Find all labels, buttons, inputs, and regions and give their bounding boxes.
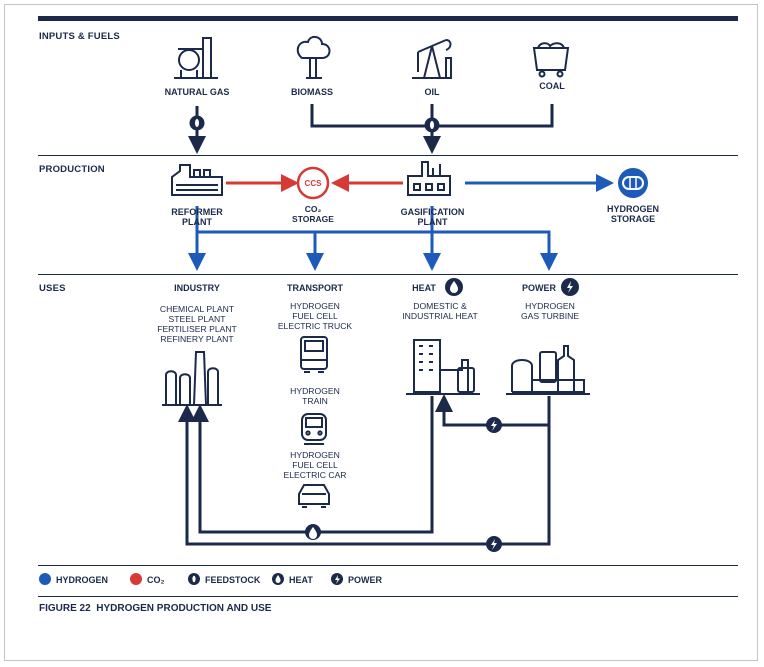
legend-feedstock-icon	[188, 573, 200, 585]
heat-building-icon	[406, 339, 480, 395]
heat-items: DOMESTIC & INDUSTRIAL HEAT	[402, 301, 478, 321]
industry-title: INDUSTRY	[174, 283, 220, 293]
figure-title: HYDROGEN PRODUCTION AND USE	[96, 603, 272, 614]
power-badge-heat-link	[486, 417, 502, 433]
oil-pumpjack-icon	[412, 39, 452, 79]
truck-icon	[300, 336, 328, 373]
section-inputs-fuels: INPUTS & FUELS	[39, 31, 120, 42]
coal-cart-icon	[532, 42, 570, 78]
ccs-badge-label: CCS	[304, 179, 322, 188]
legend-top-rule	[38, 565, 738, 566]
hydrogen-storage-icon	[618, 168, 648, 198]
legend-power-label: POWER	[348, 575, 383, 585]
legend-co2-label: CO₂	[147, 575, 165, 585]
ccs-icon	[296, 166, 330, 200]
power-plant-icon	[506, 345, 590, 395]
biomass-label: BIOMASS	[290, 87, 333, 97]
feedstock-badge-natural-gas	[189, 115, 205, 131]
power-to-heat-line	[435, 394, 549, 427]
uses-rule	[38, 274, 738, 275]
reformer-plant-icon	[171, 164, 223, 196]
heat-badge-return	[305, 524, 321, 540]
figure-number: FIGURE 22	[39, 603, 91, 614]
oil-label: OIL	[424, 87, 440, 97]
section-uses: USES	[39, 283, 66, 294]
co2-storage-label: CO₂ STORAGE	[292, 204, 334, 224]
legend-heat-icon	[272, 573, 284, 585]
reformer-plant-label: REFORMER PLANT	[171, 207, 223, 227]
feedstock-badge-oil	[424, 117, 440, 133]
top-rule	[38, 16, 738, 21]
train-icon	[301, 413, 327, 445]
heat-title: HEAT	[412, 283, 436, 293]
hydrogen-distribution	[188, 206, 558, 271]
power-to-industry-line	[178, 396, 551, 546]
natural-gas-label: NATURAL GAS	[164, 87, 230, 97]
legend-power-icon	[331, 573, 343, 585]
legend-hydrogen-label: HYDROGEN	[56, 575, 109, 585]
industry-icon	[162, 351, 222, 406]
transport-train-label: HYDROGEN TRAIN	[290, 386, 340, 406]
heat-use-icon	[445, 278, 463, 296]
legend-feedstock-label: FEEDSTOCK	[205, 575, 261, 585]
power-use-icon	[561, 278, 579, 296]
section-production: PRODUCTION	[39, 164, 105, 175]
legend-co2-swatch	[130, 573, 142, 585]
legend-heat-label: HEAT	[289, 575, 313, 585]
transport-title: TRANSPORT	[287, 283, 343, 293]
transport-truck-label: HYDROGEN FUEL CELL ELECTRIC TRUCK	[277, 301, 353, 331]
power-badge-return	[486, 536, 502, 552]
coal-label: COAL	[539, 81, 565, 91]
figure-frame	[4, 4, 758, 661]
biomass-tree-icon	[296, 36, 331, 79]
gasification-plant-label: GASIFICATION PLANT	[400, 207, 465, 227]
industry-items: CHEMICAL PLANT STEEL PLANT FERTILISER PL…	[157, 304, 237, 344]
legend-hydrogen-swatch	[39, 573, 51, 585]
car-icon	[298, 484, 330, 508]
gasification-plant-icon	[407, 161, 451, 196]
natural-gas-icon	[174, 37, 218, 79]
feedstock-flows	[188, 104, 554, 154]
transport-car-label: HYDROGEN FUEL CELL ELECTRIC CAR	[283, 450, 347, 480]
hydrogen-storage-label: HYDROGEN STORAGE	[606, 204, 659, 224]
legend-bottom-rule	[38, 596, 738, 597]
production-rule	[38, 155, 738, 156]
figure-caption: FIGURE 22 HYDROGEN PRODUCTION AND USE	[39, 603, 271, 614]
power-title: POWER	[521, 283, 556, 293]
power-items: HYDROGEN GAS TURBINE	[520, 301, 580, 321]
